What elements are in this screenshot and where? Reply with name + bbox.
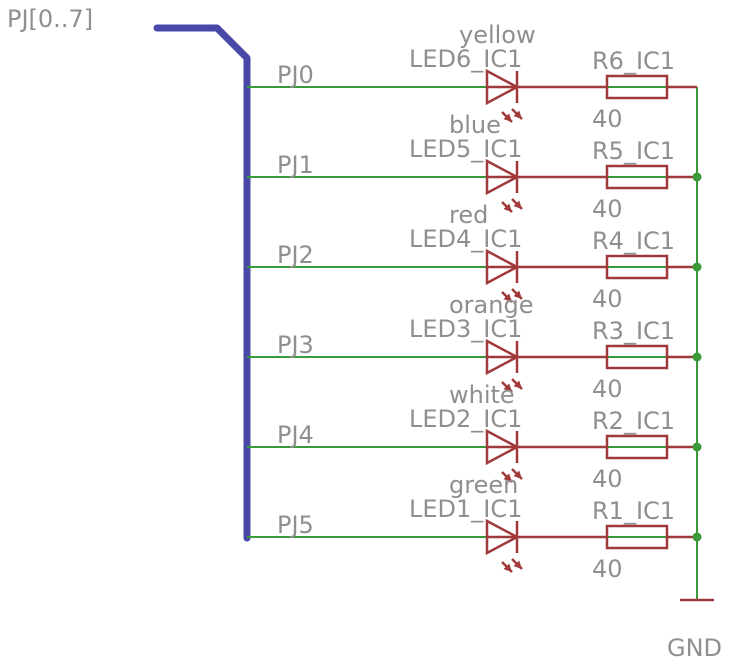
led-emission-arrow-2-head [513,290,522,299]
net-label: PJ1 [277,151,314,179]
net-label: PJ2 [277,241,314,269]
led-name: LED3_IC1 [409,315,522,343]
led-color-label: orange [449,291,533,319]
led-name: LED2_IC1 [409,405,522,433]
led-emission-arrow-1-head [503,203,512,212]
led-emission-arrow-2-head [513,110,522,119]
net-label: PJ3 [277,331,314,359]
led-emission-arrow-1-head [503,113,512,122]
led-name: LED5_IC1 [409,135,522,163]
gnd-label: GND [667,634,722,662]
led-name: LED4_IC1 [409,225,522,253]
junction-dot [692,442,702,452]
resistor-value: 40 [592,195,623,223]
led-rows: PJ0LED6_IC1yellowR6_IC140PJ1LED5_IC1blue… [247,21,702,583]
led-color-label: blue [449,111,501,139]
led-emission-arrow-1-head [503,473,512,482]
bus-line [153,24,251,542]
resistor-name: R5_IC1 [592,137,675,165]
resistor-value: 40 [592,285,623,313]
junction-dot [692,352,702,362]
resistor-value: 40 [592,105,623,133]
led-emission-arrow-2-head [513,560,522,569]
junction-dot [692,532,702,542]
led-name: LED1_IC1 [409,495,522,523]
led-emission-arrow-2-head [513,200,522,209]
resistor-value: 40 [592,555,623,583]
resistor-name: R6_IC1 [592,47,675,75]
resistor-value: 40 [592,465,623,493]
led-name: LED6_IC1 [409,45,522,73]
bus-label: PJ[0..7] [7,5,93,33]
led-color-label: green [449,471,518,499]
led-emission-arrow-1-head [503,563,512,572]
led-emission-arrow-1-head [503,293,512,302]
junction-dot [692,262,702,272]
led-emission-arrow-2-head [513,380,522,389]
resistor-name: R1_IC1 [592,497,675,525]
junction-dot [692,172,702,182]
led-emission-arrow-1-head [503,383,512,392]
net-label: PJ4 [277,421,314,449]
resistor-name: R4_IC1 [592,227,675,255]
led-color-label: yellow [459,21,536,49]
resistor-name: R3_IC1 [592,317,675,345]
resistor-name: R2_IC1 [592,407,675,435]
led-color-label: red [449,201,488,229]
resistor-value: 40 [592,375,623,403]
led-emission-arrow-2-head [513,470,522,479]
net-label: PJ5 [277,511,314,539]
net-label: PJ0 [277,61,314,89]
led-color-label: white [449,381,515,409]
